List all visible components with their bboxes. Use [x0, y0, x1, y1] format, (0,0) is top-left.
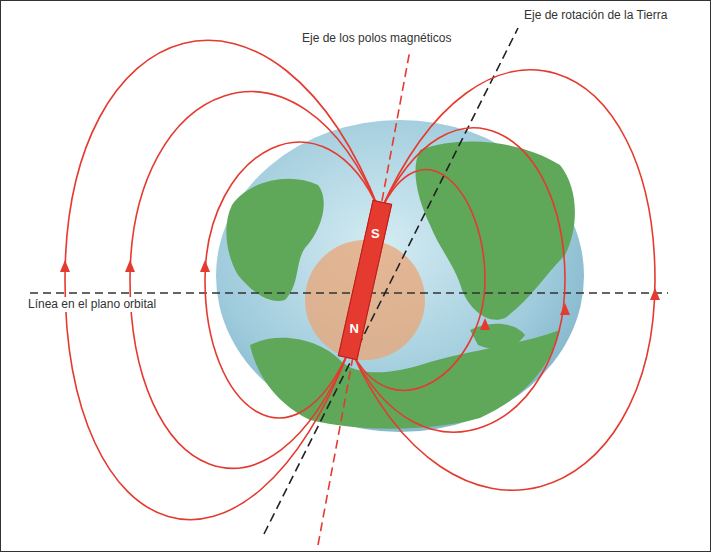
pole-letter: N	[345, 321, 363, 336]
axis-label: Eje de los polos magnéticos	[300, 31, 453, 46]
axis-label: Línea en el plano orbital	[26, 297, 158, 312]
axis-label: Eje de rotación de la Tierra	[522, 8, 669, 23]
globe	[216, 120, 584, 432]
magnetic-axis	[318, 50, 410, 545]
continents	[226, 142, 575, 429]
field-lines	[65, 40, 655, 519]
pole-letter: S	[366, 226, 384, 241]
orbital-plane-line	[30, 292, 668, 293]
rotation-axis	[264, 28, 518, 534]
